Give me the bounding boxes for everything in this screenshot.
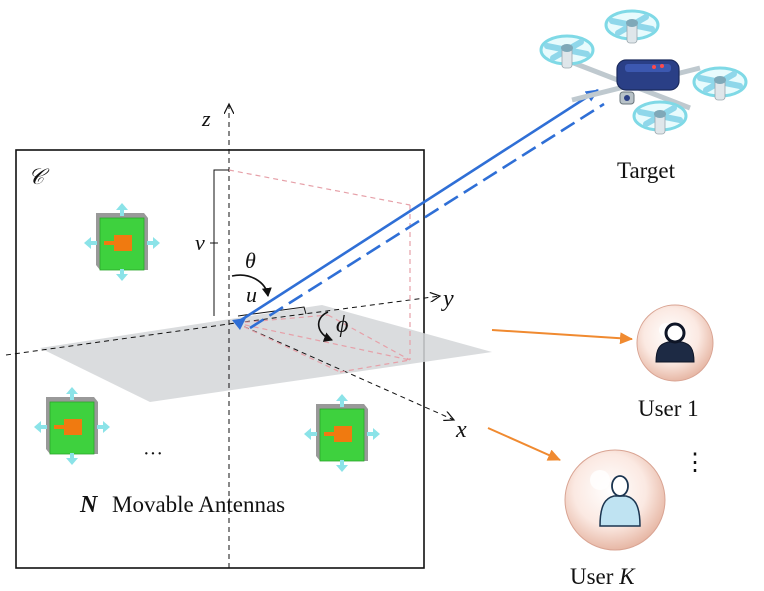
antenna-element-icon [303,393,381,473]
user1-link [491,329,633,345]
phi-label: ϕ [336,312,348,338]
users-ellipsis: ⋮ [683,450,707,476]
region-label: 𝒞 [28,164,50,189]
phi-arc [317,311,333,342]
x-axis-label: x [455,417,467,443]
beam-solid [237,88,599,324]
antennas-label: Movable Antennas [112,492,285,517]
antennas-ellipsis: ··· [143,443,163,465]
y-axis [235,296,440,324]
target-label: Target [617,158,676,183]
antennas-n-label: N [79,492,99,518]
projection-bracket [210,169,307,317]
userk-link [487,427,561,461]
userk-k: K [618,564,636,589]
theta-arc [231,274,272,297]
user1-label: User 1 [638,396,699,421]
horizontal-plane [40,305,492,402]
projection-box [228,169,411,373]
y-axis-label: y [441,286,454,312]
origin-marker [232,318,246,330]
userk-prefix: User [570,564,619,589]
userk-label: User K [570,564,636,589]
beam-dashed [249,102,605,330]
person-icon [636,304,714,382]
antenna-element-icon [83,202,161,282]
z-axis-label: z [201,106,211,131]
x-axis [235,322,454,420]
drone-icon [541,11,746,134]
antenna-element-icon [33,386,111,466]
horizontal-axis-line [5,322,237,356]
theta-label: θ [245,248,256,273]
person-icon [564,449,666,551]
v-label: v [195,230,205,255]
u-label: u [246,282,257,307]
